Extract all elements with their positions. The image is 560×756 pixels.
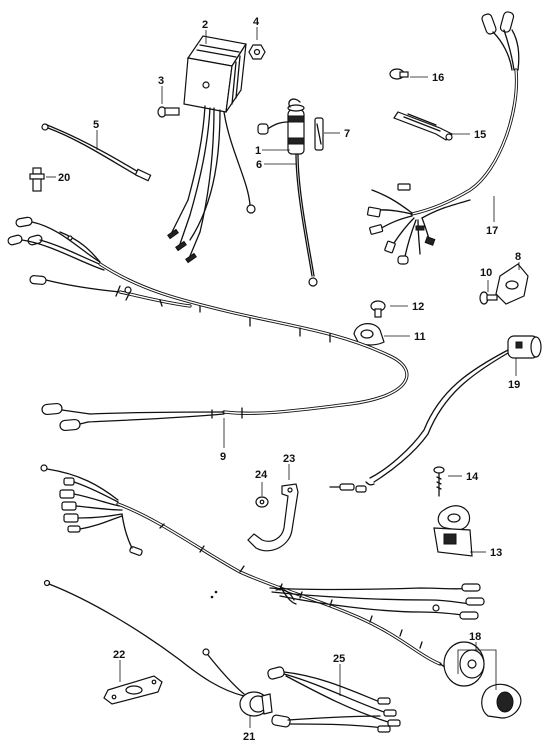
callout-21: 21 (243, 731, 255, 743)
callout-3: 3 (158, 75, 164, 87)
clamp-13 (433, 505, 473, 557)
callout-25: 25 (333, 653, 345, 665)
switch-18 (439, 641, 522, 719)
screw-16 (389, 68, 409, 80)
callout-14: 14 (466, 471, 479, 483)
wire-set-25 (267, 666, 401, 733)
callout-8: 8 (515, 251, 521, 263)
callout-17: 17 (486, 225, 498, 237)
screw-10 (479, 291, 498, 305)
screw-3 (157, 106, 180, 118)
fuse-7 (314, 117, 324, 151)
callout-13: 13 (490, 547, 502, 559)
clamp-15 (393, 111, 454, 141)
clamp-23 (247, 483, 299, 552)
callout-15: 15 (474, 129, 486, 141)
regulator-rectifier (167, 35, 256, 264)
grommet-21 (202, 648, 273, 717)
callout-20: 20 (58, 172, 70, 184)
callout-4: 4 (253, 16, 260, 28)
callout-9: 9 (220, 451, 226, 463)
nut-4 (248, 44, 266, 60)
callout-12: 12 (412, 301, 424, 313)
callout-2: 2 (202, 19, 208, 31)
lead-wire-lower (43, 579, 245, 697)
callout-5: 5 (93, 119, 99, 131)
fuse-holder (257, 98, 318, 287)
washer-24 (255, 496, 269, 508)
plate-22 (103, 675, 163, 705)
main-harness-9 (7, 216, 409, 432)
callout-22: 22 (113, 649, 125, 661)
leader-lines (46, 27, 520, 728)
callout-10: 10 (480, 267, 492, 279)
callout-11: 11 (414, 331, 426, 343)
lower-harness (40, 464, 485, 666)
clamp-11 (353, 323, 385, 346)
socket-19 (329, 335, 542, 493)
callouts: 2 4 3 5 1 6 7 20 16 15 17 8 10 12 11 19 … (58, 16, 521, 743)
sub-harness-17 (366, 11, 520, 265)
callout-24: 24 (255, 469, 268, 481)
callout-19: 19 (508, 379, 520, 391)
screw-12 (370, 300, 386, 318)
screw-14 (433, 466, 445, 497)
callout-16: 16 (432, 72, 444, 84)
bracket-8 (495, 263, 529, 305)
callout-23: 23 (283, 453, 295, 465)
callout-18: 18 (469, 631, 481, 643)
bolt-20 (29, 167, 45, 192)
callout-1: 1 (255, 145, 261, 157)
callout-6: 6 (256, 159, 262, 171)
lead-wire-5 (41, 123, 152, 182)
callout-7: 7 (344, 128, 350, 140)
